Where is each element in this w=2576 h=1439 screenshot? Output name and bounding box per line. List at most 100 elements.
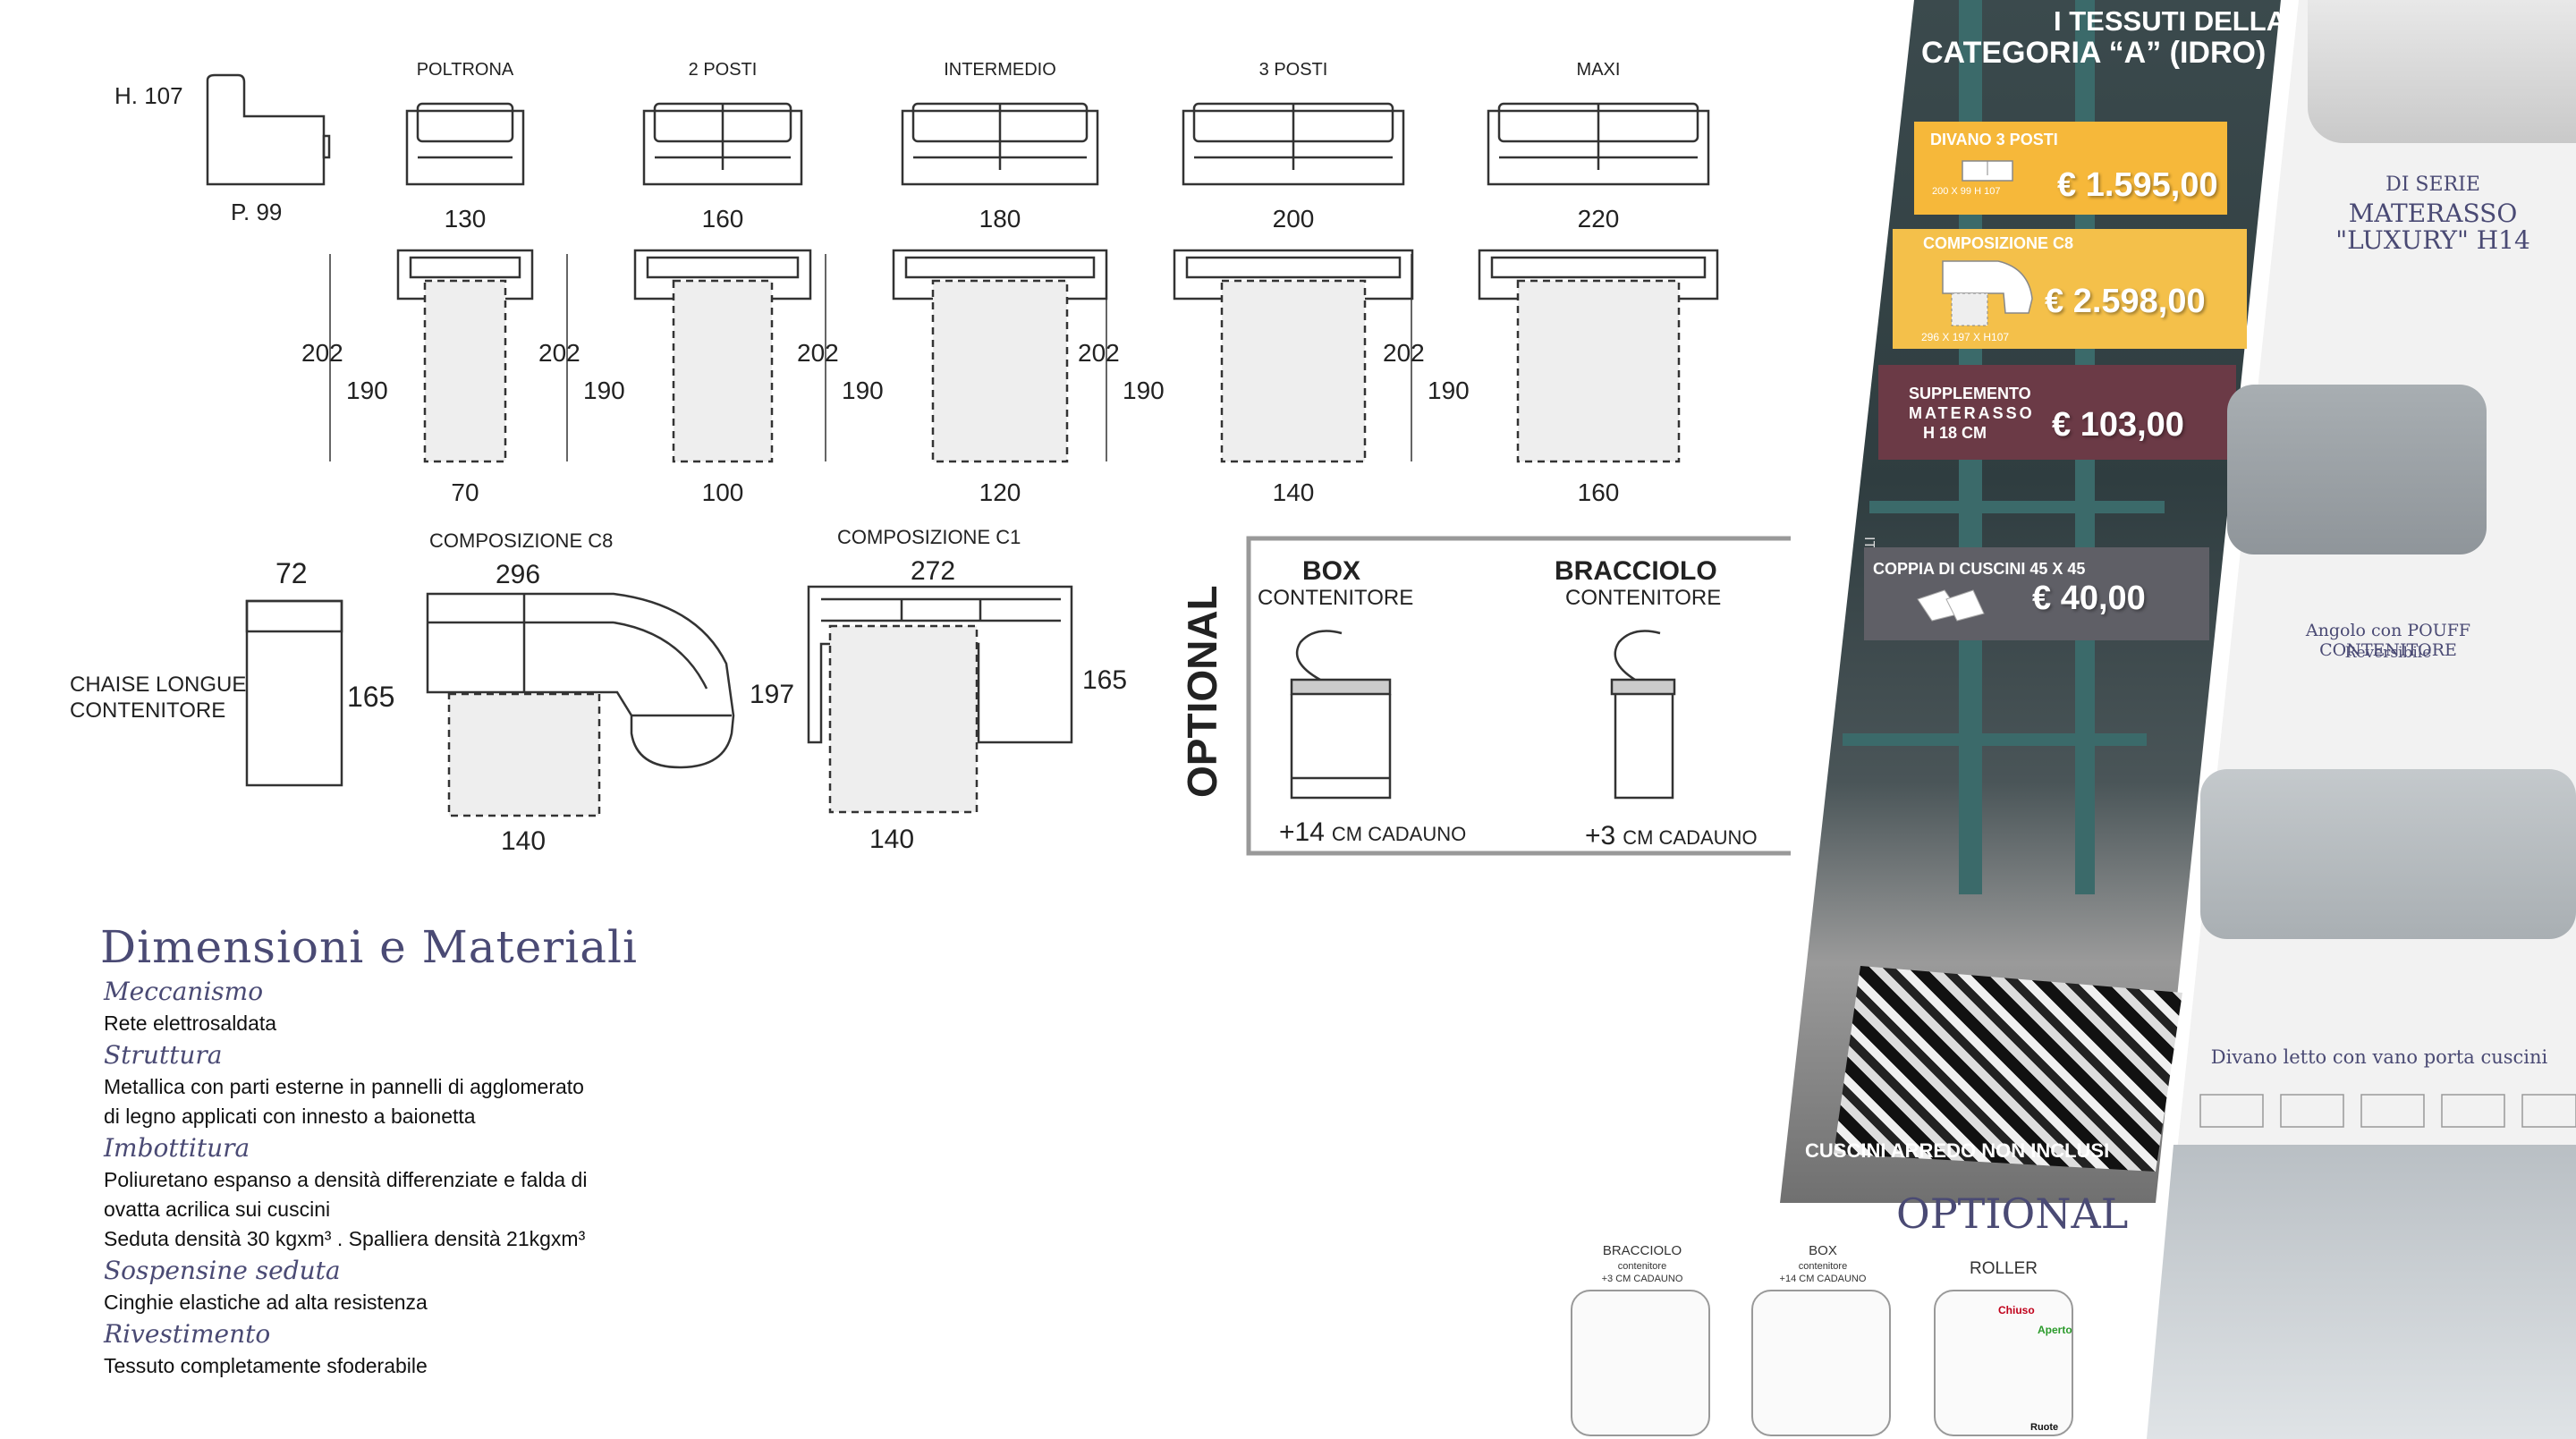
supp-1: SUPPLEMENTO xyxy=(1909,385,2031,402)
supp-2: MATERASSO xyxy=(1909,404,2035,422)
reversibile-label: Reversibile xyxy=(2344,644,2432,662)
cusc-price: € 40,00 xyxy=(2032,580,2146,617)
c8-title: COMPOSIZIONE C8 xyxy=(429,529,613,552)
box-sub: CONTENITORE xyxy=(1258,586,1413,610)
bracciolo-card-title: BRACCIOLO xyxy=(1602,1243,1682,1258)
model-name-0: POLTRONA xyxy=(417,60,514,80)
sofa-front-0 xyxy=(405,102,525,186)
model-bed-w-3: 140 xyxy=(1273,478,1315,506)
materials-title: Dimensioni e Materiali xyxy=(100,921,638,973)
material-text-1-0: Metallica con parti esterne in pannelli … xyxy=(104,1075,584,1098)
model-name-3: 3 POSTI xyxy=(1259,60,1328,80)
ruote-label: Ruote xyxy=(2030,1422,2059,1433)
model-bed-len-3: 190 xyxy=(1123,377,1165,404)
model-bed-len-0: 190 xyxy=(346,377,388,404)
material-heading-4: Rivestimento xyxy=(104,1319,271,1349)
promo-head-1: I TESSUTI DELLA xyxy=(2054,5,2287,37)
box-card-note: +14 CM CADAUNO xyxy=(1779,1274,1867,1284)
c1-width: 272 xyxy=(911,556,955,586)
arm-sub: CONTENITORE xyxy=(1565,586,1721,610)
box-card-title: BOX xyxy=(1809,1243,1837,1258)
model-name-2: INTERMEDIO xyxy=(944,60,1056,80)
model-depth-1: 202 xyxy=(538,339,580,367)
depth-label: P. 99 xyxy=(231,199,282,225)
mattress-image xyxy=(2308,0,2576,143)
materasso-label: MATERASSO xyxy=(2348,199,2518,228)
c1-title: COMPOSIZIONE C1 xyxy=(837,526,1021,548)
material-heading-3: Sospensine seduta xyxy=(104,1256,341,1285)
corner-sofa-image xyxy=(2227,385,2487,554)
sofa-bed-0 xyxy=(329,249,534,463)
box-card-sub: contenitore xyxy=(1798,1261,1848,1272)
cusc-box xyxy=(1864,547,2209,640)
c1-bed: 140 xyxy=(869,825,914,854)
sofa-bed-image xyxy=(2200,769,2576,939)
box-card xyxy=(1751,1290,1891,1436)
divano-size: 200 X 99 H 107 xyxy=(1932,186,2001,197)
roller-card-title: ROLLER xyxy=(1969,1259,2038,1278)
model-width-3: 200 xyxy=(1273,205,1315,233)
model-bed-w-0: 70 xyxy=(451,478,479,506)
material-heading-2: Imbottitura xyxy=(104,1133,250,1163)
c1-right: 165 xyxy=(1082,665,1127,695)
c1-left: 197 xyxy=(750,680,794,709)
c8-bed: 140 xyxy=(501,826,546,856)
cuscini-note-2: NON INCLUSI xyxy=(1981,1139,2110,1162)
supp-price: € 103,00 xyxy=(2052,406,2184,444)
chaise-label-1: CHAISE LONGUE xyxy=(70,673,246,697)
chaise-label-2: CONTENITORE xyxy=(70,698,225,723)
divanoletto-label: Divano letto con vano porta cuscini xyxy=(2210,1046,2548,1068)
chaise-diagram xyxy=(245,599,343,787)
shelf-3 xyxy=(1869,501,2165,513)
sofa-bed-3 xyxy=(1106,249,1414,463)
angolo-label: Angolo con POUFF CONTENITORE xyxy=(2305,621,2471,660)
bottom-optional-title: OPTIONAL xyxy=(1896,1189,2129,1238)
chiuso-label: Chiuso xyxy=(1998,1304,2035,1316)
c8-diagram xyxy=(426,592,735,817)
arm-title: BRACCIOLO xyxy=(1555,556,1717,586)
cushion-icon xyxy=(1917,589,1985,622)
model-bed-len-1: 190 xyxy=(583,377,625,404)
cuscini-note: CUSCINI ARREDO NON INCLUSI xyxy=(1805,1139,2109,1163)
model-depth-0: 202 xyxy=(301,339,343,367)
model-bed-w-2: 120 xyxy=(979,478,1021,506)
sofa-bed-1 xyxy=(566,249,812,463)
luxury-label: "LUXURY" H14 xyxy=(2335,225,2530,255)
model-width-4: 220 xyxy=(1578,205,1620,233)
profile-view xyxy=(206,73,331,186)
optional-frame xyxy=(1246,536,1791,856)
comp-icon xyxy=(1942,260,2033,326)
promo-head-2: CATEGORIA “A” (IDRO) xyxy=(1921,36,2267,70)
chaise-width: 72 xyxy=(275,557,308,589)
optional-vertical: OPTIONAL xyxy=(1179,585,1225,798)
c8-width: 296 xyxy=(496,560,540,589)
divano-icon xyxy=(1962,160,2013,182)
sofa-bed-4 xyxy=(1411,249,1719,463)
material-text-2-0: Poliuretano espanso a densità differenzi… xyxy=(104,1168,588,1191)
model-width-0: 130 xyxy=(445,205,487,233)
material-text-3-0: Cinghie elastiche ad alta resistenza xyxy=(104,1291,428,1314)
shelf-4 xyxy=(1843,733,2147,746)
model-bed-w-4: 160 xyxy=(1578,478,1620,506)
model-depth-3: 202 xyxy=(1078,339,1120,367)
supp-box xyxy=(1878,365,2236,460)
model-width-1: 160 xyxy=(702,205,744,233)
sofa-front-1 xyxy=(642,102,803,186)
material-heading-0: Meccanismo xyxy=(104,977,264,1006)
material-text-0-0: Rete elettrosaldata xyxy=(104,1012,277,1035)
sofa-front-3 xyxy=(1182,102,1405,186)
model-name-4: MAXI xyxy=(1577,60,1621,80)
model-bed-len-2: 190 xyxy=(842,377,884,404)
c1-diagram xyxy=(807,585,1073,814)
comp-price: € 2.598,00 xyxy=(2045,283,2206,320)
bracciolo-card-note: +3 CM CADAUNO xyxy=(1601,1274,1683,1284)
model-depth-4: 202 xyxy=(1383,339,1425,367)
material-text-2-1: ovatta acrilica sui cuscini xyxy=(104,1198,331,1221)
cuscini-note-1: CUSCINI ARREDO xyxy=(1805,1139,1982,1162)
comp-label: COMPOSIZIONE C8 xyxy=(1923,234,2074,252)
aperto-label: Aperto xyxy=(2038,1324,2072,1336)
model-depth-2: 202 xyxy=(797,339,839,367)
